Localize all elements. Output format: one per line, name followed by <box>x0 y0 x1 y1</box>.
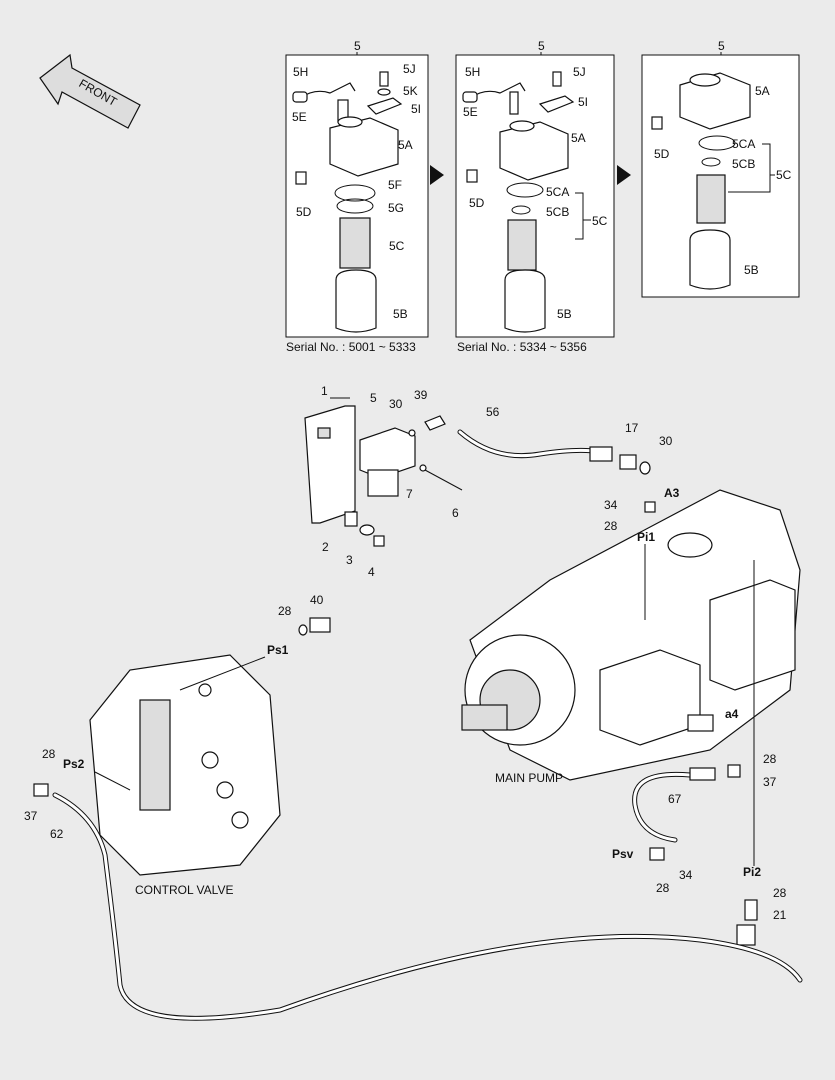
label-5b-b: 5B <box>557 307 572 321</box>
main-pump: A3 34 28 Pi1 a4 28 37 67 Psv 34 28 Pi2 2… <box>461 486 801 922</box>
label-a4: a4 <box>725 707 739 721</box>
panel-1-serial: Serial No. : 5001 ~ 5333 <box>286 340 416 354</box>
label-5f: 5F <box>388 178 402 192</box>
label-30a: 30 <box>389 397 403 411</box>
label-ps2: Ps2 <box>63 757 85 771</box>
panel-2-header: 5 <box>538 39 545 53</box>
label-28c: 28 <box>656 881 670 895</box>
label-34b: 34 <box>679 868 693 882</box>
bracket-1 <box>304 405 356 524</box>
label-5a-c: 5A <box>755 84 770 98</box>
label-5h-b: 5H <box>465 65 480 79</box>
label-5h: 5H <box>293 65 308 79</box>
label-30b: 30 <box>659 434 673 448</box>
label-5i-b: 5I <box>578 95 588 109</box>
label-5c-b: 5C <box>592 214 608 228</box>
label-5cb-b: 5CB <box>546 205 569 219</box>
filter-assembly: 1 5 30 39 56 17 30 7 6 2 3 4 <box>304 384 673 579</box>
panel-arrow-1 <box>430 165 444 185</box>
label-5j-b: 5J <box>573 65 586 79</box>
label-5g: 5G <box>388 201 404 215</box>
label-37a: 37 <box>763 775 777 789</box>
panel-1-header: 5 <box>354 39 361 53</box>
label-28a: 28 <box>604 519 618 533</box>
label-62: 62 <box>50 827 64 841</box>
label-5ca-b: 5CA <box>546 185 569 199</box>
label-5: 5 <box>370 391 377 405</box>
label-5k: 5K <box>403 84 418 98</box>
label-39: 39 <box>414 388 428 402</box>
label-5c-c: 5C <box>776 168 792 182</box>
panel-3-header: 5 <box>718 39 725 53</box>
filter-head-5a <box>329 117 399 177</box>
label-3: 3 <box>346 553 353 567</box>
panel-arrow-2 <box>617 165 631 185</box>
label-34a: 34 <box>604 498 618 512</box>
label-1: 1 <box>321 384 328 398</box>
label-5e: 5E <box>292 110 307 124</box>
label-17: 17 <box>625 421 639 435</box>
label-28d: 28 <box>773 886 787 900</box>
label-4: 4 <box>368 565 375 579</box>
label-psv: Psv <box>612 847 634 861</box>
label-2: 2 <box>322 540 329 554</box>
label-5c: 5C <box>389 239 405 253</box>
label-5i: 5I <box>411 102 421 116</box>
label-56: 56 <box>486 405 500 419</box>
label-5d-b: 5D <box>469 196 485 210</box>
label-a3: A3 <box>664 486 680 500</box>
label-28b: 28 <box>763 752 777 766</box>
label-6: 6 <box>452 506 459 520</box>
label-5e-b: 5E <box>463 105 478 119</box>
label-5cb-c: 5CB <box>732 157 755 171</box>
label-5a-b: 5A <box>571 131 586 145</box>
label-67: 67 <box>668 792 682 806</box>
label-ps1: Ps1 <box>267 643 289 657</box>
label-5j: 5J <box>403 62 416 76</box>
label-37b: 37 <box>24 809 38 823</box>
filter-bowl-5b <box>335 269 377 333</box>
label-5b-c: 5B <box>744 263 759 277</box>
label-28e: 28 <box>278 604 292 618</box>
front-arrow: FRONT <box>39 53 141 129</box>
panel-serial-5001: 5 5H 5J 5K 5E 5I 5A 5F 5G 5D 5C 5B Seria… <box>285 39 429 354</box>
label-5ca-c: 5CA <box>732 137 755 151</box>
control-valve-caption: CONTROL VALVE <box>135 883 233 897</box>
label-21: 21 <box>773 908 787 922</box>
label-7: 7 <box>406 487 413 501</box>
filter-element-5c <box>339 217 371 269</box>
panel-2-serial: Serial No. : 5334 ~ 5356 <box>457 340 587 354</box>
label-5d: 5D <box>296 205 312 219</box>
panel-current: 5 5A 5D 5CA 5CB 5C 5B <box>641 39 800 298</box>
panel-serial-5334: 5 5H 5J 5E 5I 5A 5CA 5CB 5C 5D 5B Serial… <box>455 39 615 354</box>
label-5d-c: 5D <box>654 147 670 161</box>
label-28f: 28 <box>42 747 56 761</box>
label-40: 40 <box>310 593 324 607</box>
main-pump-caption: MAIN PUMP <box>495 771 563 785</box>
label-5a: 5A <box>398 138 413 152</box>
label-5b: 5B <box>393 307 408 321</box>
label-pi1: Pi1 <box>637 530 655 544</box>
control-valve: 28 40 Ps1 28 Ps2 37 62 CONTROL VALVE <box>24 593 331 897</box>
label-pi2: Pi2 <box>743 865 761 879</box>
